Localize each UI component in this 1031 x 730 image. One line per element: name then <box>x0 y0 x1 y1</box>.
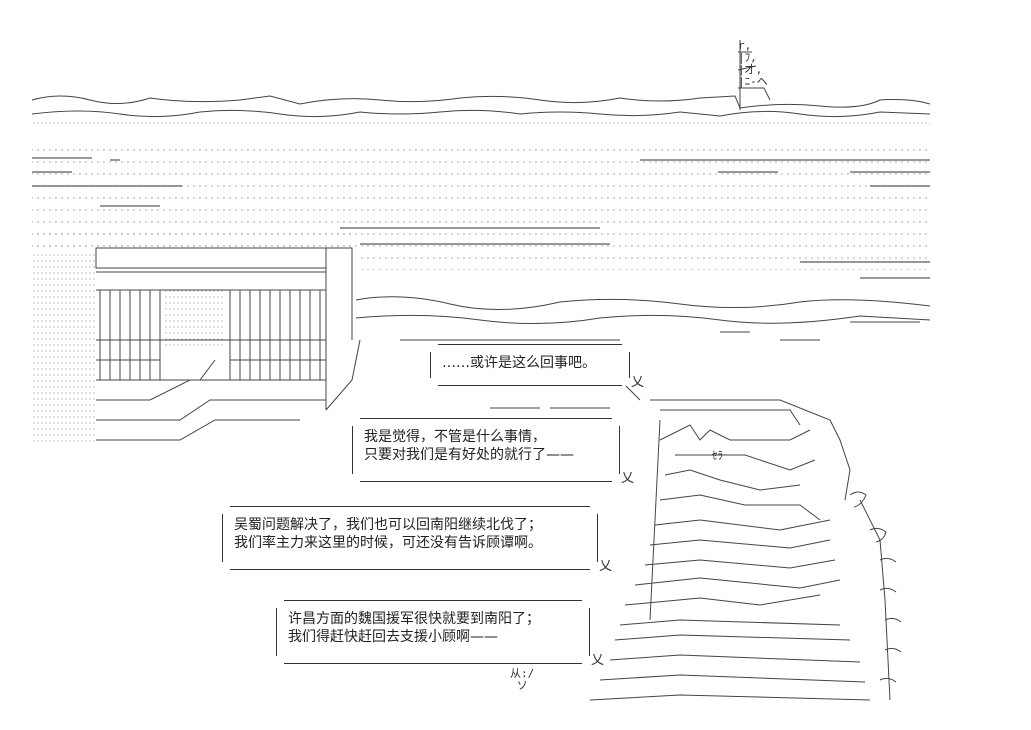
speech-bubble-3: 吴蜀问题解决了，我们也可以回南阳继续北伐了； 我们率主力来这里的时候，可还没有告… <box>222 506 612 574</box>
fortress-wall <box>32 247 361 445</box>
bubble-tail: 乂 <box>620 471 634 486</box>
bubble-4-line-1: 许昌方面的魏国援军很快就要到南阳了； <box>288 611 540 627</box>
water-lines <box>355 296 931 409</box>
speech-bubble-1: ……或许是这么回事吧。 乂 <box>430 344 644 390</box>
speech-bubble-2: 我是觉得，不管是什么事情， 只要对我们是有好处的就行了—— 乂 <box>352 418 634 486</box>
bubble-3-line-1: 吴蜀问题解决了，我们也可以回南阳继续北伐了； <box>234 517 542 533</box>
speech-bubble-4: 许昌方面的魏国援军很快就要到南阳了； 我们得赶快赶回去支援小顾啊—— 乂 <box>276 600 604 668</box>
road-dashes <box>32 157 930 279</box>
bubble-tail: 乂 <box>598 559 612 574</box>
bubble-tail: 乂 <box>590 653 604 668</box>
tower-marks: r, |ﾌ, |才, |ﾆ-ヘ <box>738 39 768 88</box>
bubble-4-line-2: 我们得赶快赶回去支援小顾啊—— <box>288 629 498 645</box>
robe-label: ｾﾗ <box>712 449 723 462</box>
bubble-2-line-2: 只要对我们是有好处的就行了—— <box>364 447 574 463</box>
tower <box>737 40 771 110</box>
bubble-1-line-1: ……或许是这么回事吧。 <box>442 355 596 371</box>
bubble-3-line-2: 我们率主力来这里的时候，可还没有告诉顾谭啊。 <box>234 535 542 551</box>
bubble-2-line-1: 我是觉得，不管是什么事情， <box>364 429 546 445</box>
robed-figure <box>589 379 902 701</box>
dotted-field <box>32 145 930 270</box>
sign-marks: 从:/ ソ <box>510 667 535 692</box>
skyline <box>31 95 931 128</box>
bubble-tail: 乂 <box>630 375 644 390</box>
